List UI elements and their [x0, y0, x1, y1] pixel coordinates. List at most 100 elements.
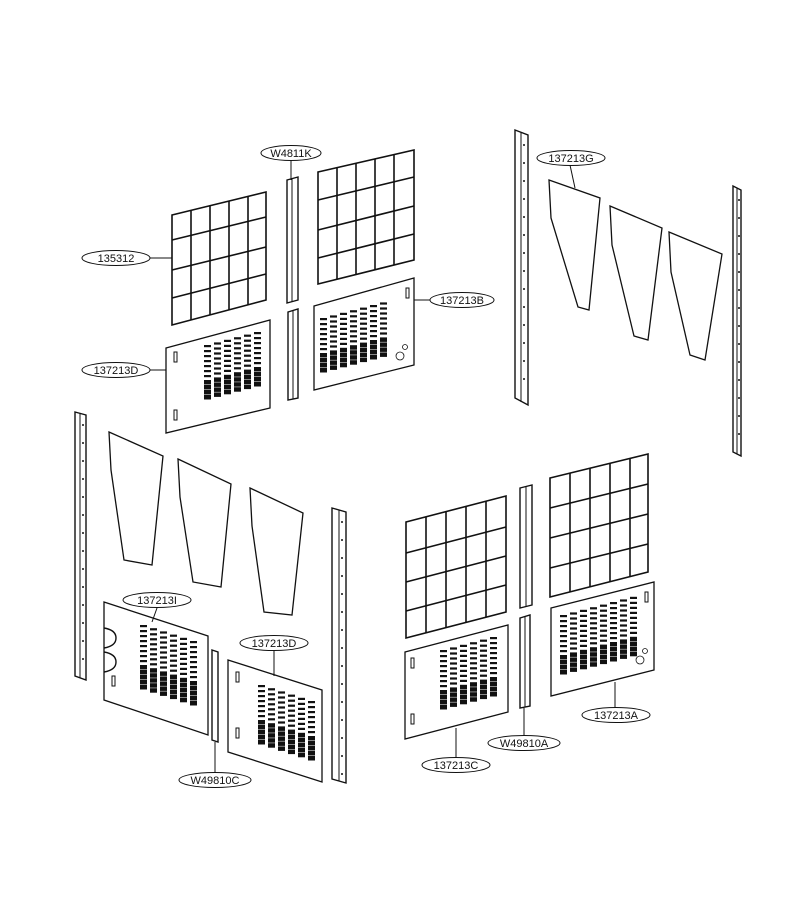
louver-slot	[278, 731, 285, 736]
louver-slot	[480, 689, 487, 695]
louver-slot	[560, 620, 567, 623]
louver-slot	[224, 369, 231, 372]
louver-slot	[450, 647, 457, 650]
louver-slot	[204, 365, 211, 368]
louver-slot	[268, 718, 275, 721]
louver-slot	[480, 639, 487, 642]
louver-slot	[320, 323, 327, 326]
louver-slot	[288, 734, 295, 740]
louver-slot	[580, 629, 587, 632]
louver-slot	[308, 721, 315, 724]
label-137213c: 137213C	[421, 757, 491, 773]
louvered-panel-137213a	[550, 581, 655, 697]
louver-slot	[490, 647, 497, 650]
louver-slot	[480, 649, 487, 652]
louver-slot	[320, 353, 327, 358]
louver-slot	[620, 649, 627, 654]
louver-slot	[308, 746, 315, 751]
post-hole	[82, 532, 84, 534]
louver-slot	[590, 657, 597, 662]
louver-slot	[470, 692, 477, 697]
louver-slot	[268, 738, 275, 743]
louver-slot	[160, 681, 167, 686]
louver-slot	[460, 659, 467, 662]
louver-slot	[470, 672, 477, 675]
louver-slot	[450, 702, 457, 707]
louver-slot	[570, 612, 577, 615]
louver-slot	[610, 627, 617, 630]
louver-slot	[140, 675, 147, 680]
louver-slot	[180, 667, 187, 670]
louver-slot	[460, 689, 467, 695]
louver-slot	[160, 636, 167, 639]
louver-slot	[214, 352, 221, 355]
louver-slot	[620, 604, 627, 607]
louver-slot	[470, 667, 477, 670]
louver-slot	[560, 660, 567, 665]
louver-slot	[440, 660, 447, 663]
louver-slot	[380, 347, 387, 352]
louver-slot	[234, 352, 241, 355]
louver-slot	[340, 362, 347, 368]
louver-slot	[570, 632, 577, 635]
louvered-panel-137213c	[404, 624, 509, 740]
louver-slot	[320, 318, 327, 321]
post-hole	[738, 433, 740, 435]
label-w49810c: W49810C	[178, 772, 252, 788]
louver-slot	[620, 644, 627, 649]
louver-slot	[610, 617, 617, 620]
louver-slot	[580, 634, 587, 637]
louver-slot	[570, 662, 577, 667]
louver-slot	[320, 328, 327, 331]
louver-slot	[590, 622, 597, 625]
louver-slot	[244, 384, 251, 390]
louver-slot	[214, 392, 221, 397]
leader-lines	[150, 160, 616, 772]
louver-slot	[258, 725, 265, 730]
louver-slot	[600, 624, 607, 627]
louver-slot	[440, 675, 447, 678]
louver-slot	[150, 633, 157, 636]
louver-slot	[308, 711, 315, 714]
louver-slot	[244, 379, 251, 385]
svg-text:137213D: 137213D	[252, 638, 297, 650]
louver-slot	[150, 658, 157, 661]
wire-grid-lower-right	[549, 452, 649, 599]
louver-slot	[244, 369, 251, 375]
post-hole	[341, 665, 343, 667]
louver-slot	[610, 657, 617, 662]
louver-slot	[490, 672, 497, 675]
louver-slot	[610, 652, 617, 657]
louver-slot	[160, 676, 167, 681]
louver-slot	[308, 716, 315, 719]
louver-slot	[244, 349, 251, 352]
louver-slot	[254, 372, 261, 377]
louver-slot	[440, 655, 447, 658]
louver-slot	[160, 686, 167, 691]
svg-text:135312: 135312	[98, 253, 135, 265]
louver-slot	[244, 364, 251, 367]
louver-slot	[630, 596, 637, 599]
louver-slot	[480, 684, 487, 690]
louver-slot	[560, 630, 567, 633]
louver-slot	[360, 332, 367, 335]
louver-slot	[590, 647, 597, 652]
baffle-137213g	[548, 179, 723, 361]
louver-slot	[630, 631, 637, 634]
louver-slot	[160, 651, 167, 654]
louver-slot	[380, 327, 387, 330]
louver-slot	[610, 647, 617, 652]
louver-slot	[160, 656, 167, 659]
louver-slot	[380, 302, 387, 305]
louver-slot	[278, 706, 285, 709]
louver-slot	[140, 655, 147, 658]
louver-slot	[298, 752, 305, 758]
louver-slot	[360, 307, 367, 310]
louver-slot	[204, 355, 211, 358]
post-hole	[82, 604, 84, 606]
louver-slot	[560, 640, 567, 643]
louver-slot	[150, 638, 157, 641]
louver-slot	[460, 654, 467, 657]
louver-slot	[560, 645, 567, 648]
louver-slot	[350, 310, 357, 313]
